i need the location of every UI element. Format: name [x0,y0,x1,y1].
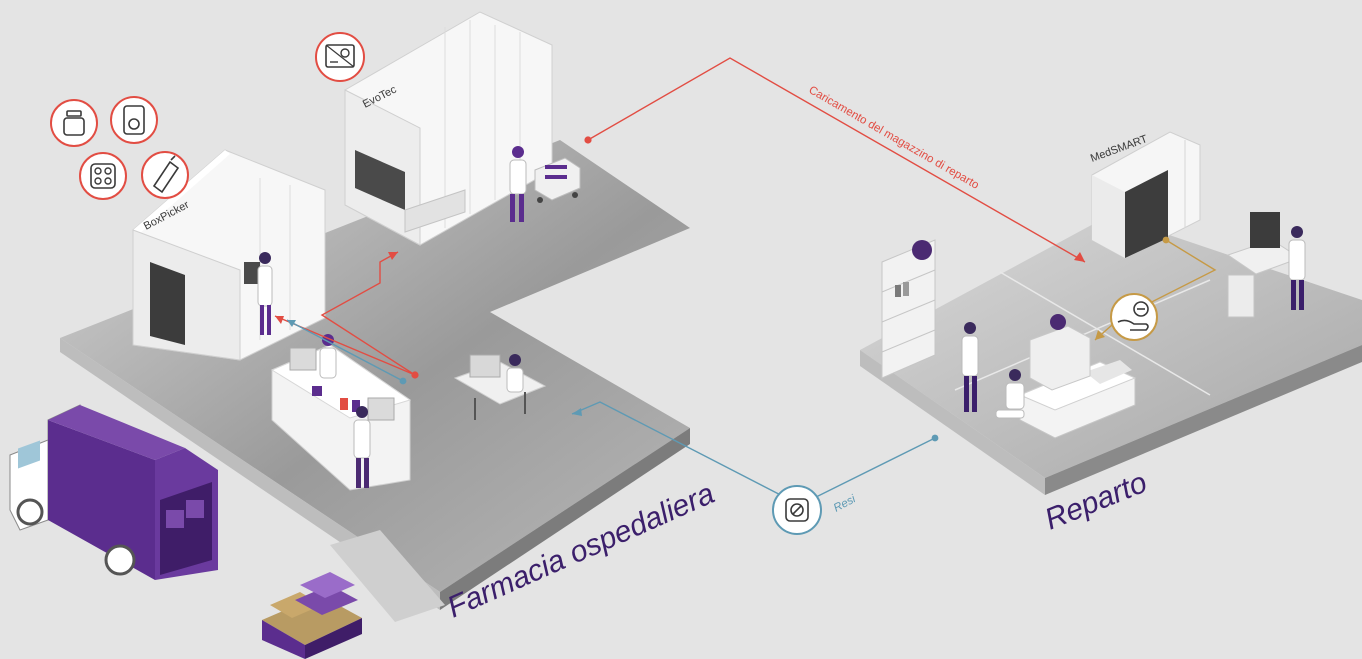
pill-pack-icon [110,96,158,144]
no-return-icon [772,485,822,535]
evotec-machine: EvoTec [344,11,553,246]
staff-figure-desk [319,334,337,379]
flow-medsmart-ward [1094,236,1217,341]
hand-pill-icon [1110,293,1158,341]
pharmacy-workstation [453,354,547,420]
staff-figure-workstation [506,354,524,393]
caricamento-label: Caricamento del magazzino di reparto [807,84,981,192]
staff-figure-front [353,406,371,488]
pallet-boxes [262,572,362,659]
medsmart-cabinet: MedSMART [1089,131,1201,259]
blister-icon [79,152,127,200]
dispensing-machine-icon [315,32,365,82]
flow-pharmacy-internal [274,251,419,385]
doctor-figure-ward [1288,226,1306,310]
patient-figure-ward [995,369,1025,419]
delivery-truck [9,404,218,580]
staff-figure-boxpicker [257,252,273,335]
tube-icon [141,151,189,199]
bottle-icon [50,99,98,147]
ward-bookshelf [881,239,936,379]
boxpicker-machine: BoxPicker [132,149,326,361]
staff-figure-evotec [509,146,527,222]
ward-bed [1018,360,1137,439]
supply-trolley [534,157,581,203]
nurse-figure-ward [961,322,979,412]
ward-cabinet [1029,314,1091,391]
ward-workstation [1226,212,1302,318]
resi-label: Resi [832,493,858,515]
